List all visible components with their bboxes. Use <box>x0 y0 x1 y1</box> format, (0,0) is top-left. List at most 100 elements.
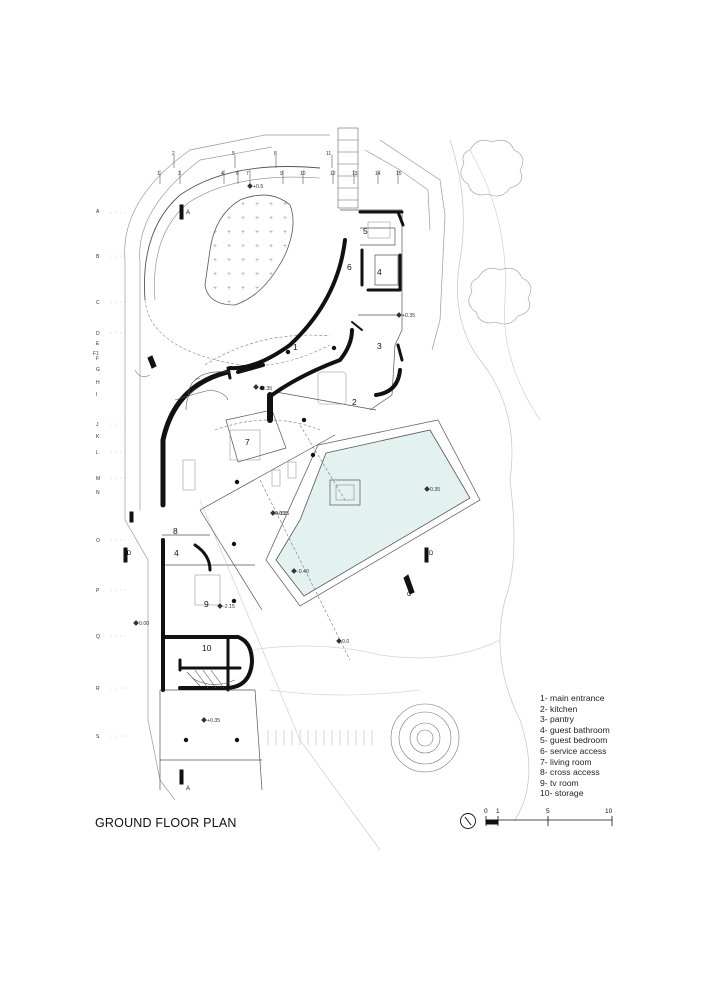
grid-row-label: L <box>96 450 99 456</box>
scale-bar <box>460 813 613 829</box>
roof-dashed <box>204 334 351 661</box>
legend-item: 4- guest bathroom <box>540 724 610 735</box>
grid-row-label: N <box>96 490 100 496</box>
house-outlines <box>159 209 403 791</box>
section-mark-label: D <box>127 551 132 557</box>
legend-item: 2- kitchen <box>540 703 578 714</box>
fountain <box>390 703 460 773</box>
room-number-label: 7 <box>245 437 250 447</box>
scale-bar-labels: 0 1 5 10 <box>484 808 613 815</box>
level-label: +0.35 <box>402 313 415 319</box>
grid-row-label: K <box>96 434 100 440</box>
level-label: 0.00 <box>139 621 149 627</box>
grid-row-label: I <box>96 392 97 398</box>
room-number-label: 9 <box>204 599 209 609</box>
scale-tick-label: 1 <box>496 808 500 815</box>
room-number-label: 6 <box>347 262 352 272</box>
grid-column-label: 5 <box>232 151 235 157</box>
paving-stripes <box>267 730 373 745</box>
front-garden <box>144 166 331 367</box>
north-arrow-icon <box>460 813 476 829</box>
grid-row-label: F <box>96 356 99 362</box>
room-number-label: 4 <box>377 267 382 277</box>
grid-row-label: E <box>96 341 100 347</box>
level-label: -0.40 <box>297 569 309 575</box>
grid-column-label: 12 <box>330 171 336 177</box>
grid-row-label: S <box>96 734 100 740</box>
level-label: +0.35 <box>272 511 285 517</box>
grid-row-label: P <box>96 588 100 594</box>
legend-item: 7- living room <box>540 756 592 767</box>
level-labels: +0.35+0.35+0.35-2.15+0.35-0.40+0.350.000… <box>139 184 440 724</box>
section-mark-label: B <box>150 360 154 366</box>
grid-column-label: 3 <box>178 171 181 177</box>
grid-column-label: 1 <box>157 171 160 177</box>
level-label: -2.15 <box>223 604 235 610</box>
room-number-label: 8 <box>173 526 178 536</box>
level-label: +0.35 <box>207 718 220 724</box>
grid-ticks <box>159 155 399 184</box>
grid-row-label: R <box>96 686 100 692</box>
tree-symbols <box>460 139 532 325</box>
level-label: 0.0 <box>342 639 349 645</box>
legend-item: 5- guest bedroom <box>540 735 608 746</box>
room-legend: 1- main entrance 2- kitchen 3- pantry 4-… <box>540 693 610 799</box>
room-number-label: 2 <box>352 397 357 407</box>
level-label: +0.35 <box>427 487 440 493</box>
scale-tick-label: 0 <box>484 808 488 815</box>
section-labels: A A D D C B <box>127 210 434 792</box>
grid-column-label: 9 <box>280 171 283 177</box>
columns <box>183 345 337 743</box>
grid-row-label: B <box>96 254 100 260</box>
grid-row-label: O <box>96 538 100 544</box>
grid-row-label: A <box>96 209 100 215</box>
section-mark-label: D <box>429 551 434 557</box>
grid-column-label: 7 <box>246 171 249 177</box>
grid-column-label: 14 <box>375 171 381 177</box>
grid-row-label: D <box>96 331 100 337</box>
grid-row-label: G <box>96 367 100 373</box>
stairs <box>174 371 236 689</box>
section-mark-label: A <box>186 210 190 216</box>
legend-item: 8- cross access <box>540 767 600 778</box>
grid-column-label: 11 <box>326 151 331 157</box>
section-marker-shapes <box>123 204 429 785</box>
level-label: +0.35 <box>259 386 272 392</box>
legend-item: 9- tv room <box>540 777 579 788</box>
level-label: +0.35 <box>276 511 289 517</box>
grid-row-label: F1 <box>93 351 99 357</box>
grid-lines <box>110 212 126 737</box>
level-marker-glyphs <box>133 183 430 723</box>
level-label: +0.5 <box>253 184 263 190</box>
grid-row-label: Q <box>96 634 100 640</box>
room-number-label: 5 <box>363 226 368 236</box>
legend-item: 6- service access <box>540 745 607 756</box>
grid-row-label: H <box>96 380 100 386</box>
grid-column-label: 6 <box>236 171 239 177</box>
house-walls <box>160 210 405 692</box>
grid-column-label: 8 <box>274 151 277 157</box>
section-mark-label: C <box>407 592 412 598</box>
legend-item: 1- main entrance <box>540 693 605 703</box>
furniture <box>182 221 391 606</box>
scale-tick-label: 10 <box>605 808 613 815</box>
grid-column-label: 10 <box>300 171 306 177</box>
legend-item: 10- storage <box>540 788 584 799</box>
grid-column-label: 2 <box>172 151 175 157</box>
entrance-bridge <box>337 127 359 209</box>
grid-row-label: J <box>96 422 99 428</box>
grid-column-label: 13 <box>352 171 358 177</box>
legend-item: 3- pantry <box>540 714 574 725</box>
room-number-label: 10 <box>202 643 212 653</box>
scale-tick-label: 5 <box>546 808 550 815</box>
plan-title: GROUND FLOOR PLAN <box>95 816 237 830</box>
pool <box>265 419 481 607</box>
section-mark-label: A <box>186 786 190 792</box>
room-number-label: 4 <box>174 548 179 558</box>
grid-row-label: C <box>96 300 100 306</box>
grid-column-label: 4 <box>221 171 224 177</box>
